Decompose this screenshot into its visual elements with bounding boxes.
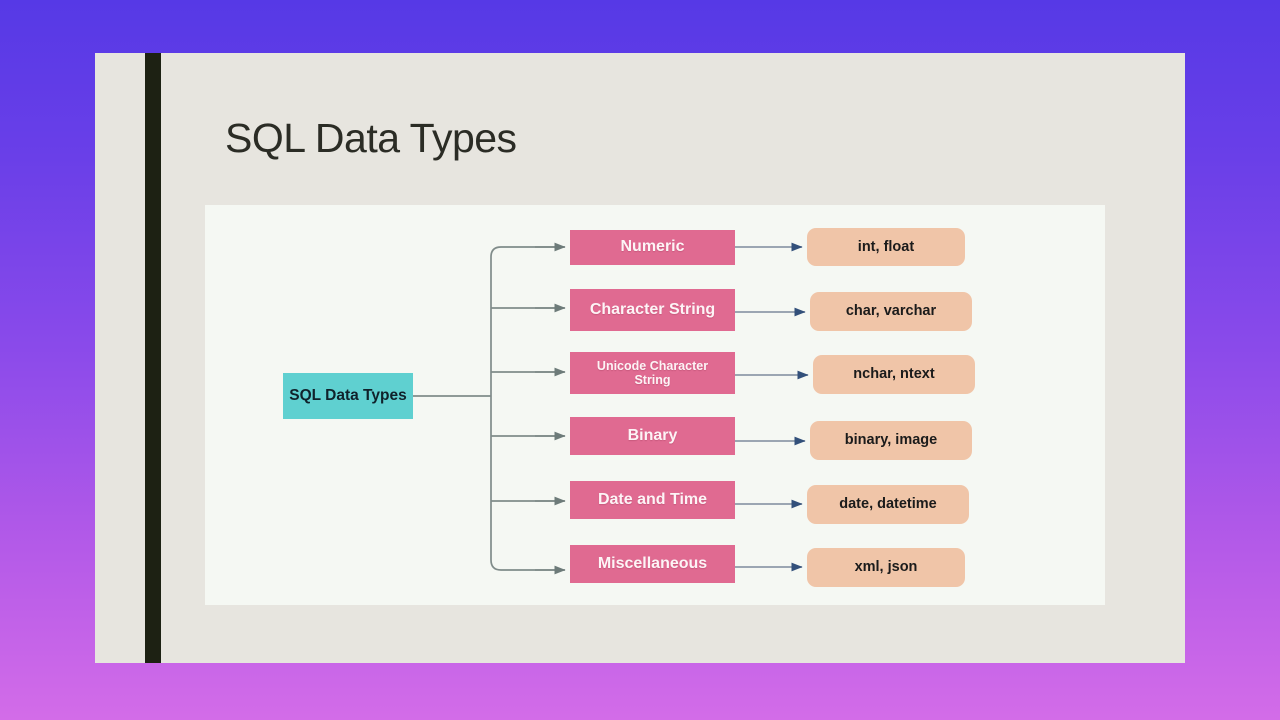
- node-category-miscellaneous[interactable]: Miscellaneous: [570, 545, 735, 583]
- node-category-unicode-character-string[interactable]: Unicode Character String: [570, 352, 735, 394]
- node-root-sql-data-types[interactable]: SQL Data Types: [283, 373, 413, 419]
- node-example-numeric[interactable]: int, float: [807, 228, 965, 266]
- node-example-unicode-character-string[interactable]: nchar, ntext: [813, 355, 975, 394]
- presentation-slide: SQL Data Types: [95, 53, 1185, 663]
- node-example-miscellaneous[interactable]: xml, json: [807, 548, 965, 587]
- node-category-binary[interactable]: Binary: [570, 417, 735, 455]
- slide-accent-bar: [145, 53, 161, 663]
- diagram-stage: SQL Data Types Numeric Character String …: [205, 205, 1105, 605]
- node-example-character-string[interactable]: char, varchar: [810, 292, 972, 331]
- page-title: SQL Data Types: [225, 115, 517, 161]
- connector-lines: [413, 242, 809, 575]
- node-example-binary[interactable]: binary, image: [810, 421, 972, 460]
- node-category-character-string[interactable]: Character String: [570, 289, 735, 331]
- node-category-date-and-time[interactable]: Date and Time: [570, 481, 735, 519]
- node-category-numeric[interactable]: Numeric: [570, 230, 735, 265]
- diagram-panel: SQL Data Types Numeric Character String …: [205, 205, 1105, 605]
- node-example-date-and-time[interactable]: date, datetime: [807, 485, 969, 524]
